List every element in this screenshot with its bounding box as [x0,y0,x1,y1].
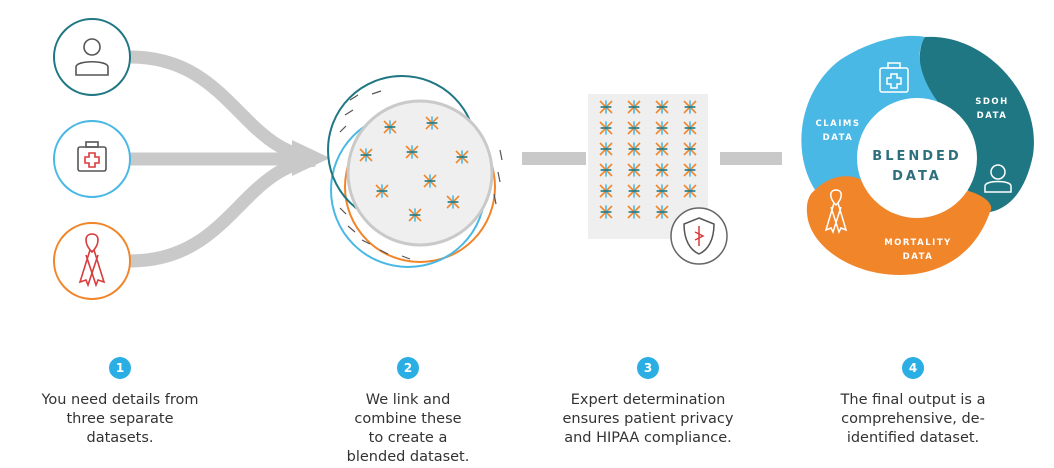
step-description: We link and combine these to create a bl… [346,392,470,465]
record-marker [683,163,697,177]
person-icon [984,164,1012,193]
claims-label-1: CLAIMS [816,119,861,129]
record-grid [599,100,697,219]
wheel-center-label-2: DATA [892,169,942,184]
sdoh-label-2: DATA [977,111,1008,121]
record-marker [683,142,697,156]
step-description: Expert determination ensures patient pri… [562,392,734,446]
medical-kit-icon [77,141,107,172]
step-3: 3 Expert determination ensures patient p… [528,357,768,448]
record-marker [627,121,641,135]
claims-label-2: DATA [823,133,854,143]
ribbon-icon [824,189,848,234]
shield-lock-icon [670,207,728,265]
record-marker [599,205,613,219]
record-marker [655,100,669,114]
record-marker [655,121,669,135]
record-marker [627,184,641,198]
record-marker [423,174,437,188]
step-number-badge: 4 [902,357,924,379]
step-number-badge: 3 [637,357,659,379]
record-marker [627,142,641,156]
record-marker [359,148,373,162]
record-marker [446,195,460,209]
merge-pipes [129,50,316,268]
dataset-mortality [53,222,131,300]
deidentify-grid [588,94,728,265]
connector-bar-3-4 [720,152,782,165]
mortality-label-2: DATA [903,252,934,262]
dataset-medical [53,120,131,198]
record-marker [455,150,469,164]
wheel-center-label-1: BLENDED [872,149,961,164]
record-marker [655,184,669,198]
record-marker [599,163,613,177]
record-marker [599,142,613,156]
step-number-badge: 1 [109,357,131,379]
record-marker [683,184,697,198]
process-diagram: BLENDED DATA CLAIMS DATA SDOH DATA MORTA… [53,18,1034,300]
record-marker [627,163,641,177]
record-marker [655,163,669,177]
record-markers [359,116,469,222]
record-marker [627,205,641,219]
merge-arrow-head [292,140,330,176]
record-marker [405,145,419,159]
record-marker [383,120,397,134]
medical-kit-icon [879,62,909,93]
ribbon-icon [78,233,106,288]
dataset-person [53,18,131,96]
step-4: 4 The final output is a comprehensive, d… [793,357,1033,448]
record-marker [683,121,697,135]
step-number-badge: 2 [397,357,419,379]
mortality-label-1: MORTALITY [884,238,952,248]
record-marker [599,121,613,135]
record-marker [425,116,439,130]
step-2: 2 We link and combine these to create a … [288,357,528,467]
connector-bar-2-3 [522,152,586,165]
step-description: The final output is a comprehensive, de-… [840,392,986,446]
segment-mortality [806,176,992,275]
record-marker [627,100,641,114]
record-marker [408,208,422,222]
person-icon [75,38,109,76]
record-marker [683,100,697,114]
step-description: You need details from three separate dat… [41,392,199,446]
record-marker [655,205,669,219]
hatch-marks [339,90,503,260]
record-marker [599,184,613,198]
record-marker [375,184,389,198]
record-marker [599,100,613,114]
blended-data-wheel: BLENDED DATA CLAIMS DATA SDOH DATA MORTA… [801,35,1034,275]
blending-venn [327,75,503,268]
record-marker [655,142,669,156]
sdoh-label-1: SDOH [975,97,1009,107]
step-1: 1 You need details from three separate d… [0,357,240,448]
